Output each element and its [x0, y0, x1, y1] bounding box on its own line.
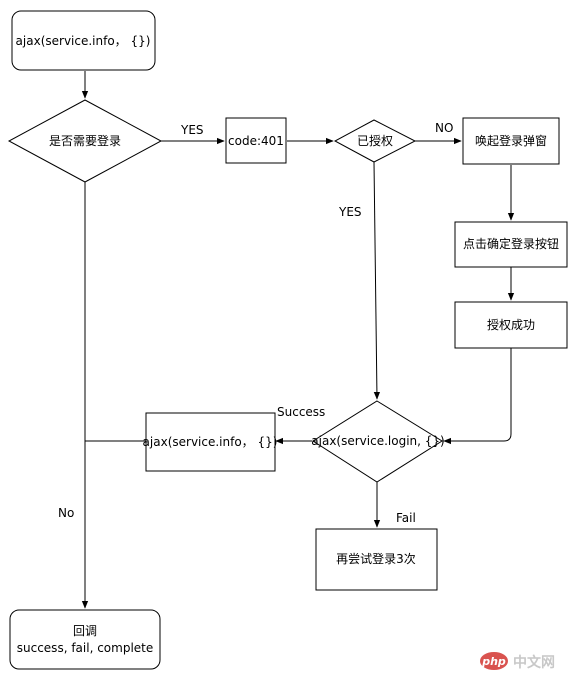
callback-label-line2: success, fail, complete: [17, 641, 154, 655]
watermark-brand: php: [481, 655, 506, 668]
edges: [81, 71, 515, 609]
edge-success-to-login: [443, 348, 512, 445]
start-box: [11, 10, 156, 71]
edge-label-fail: Fail: [396, 511, 416, 525]
login-call-diamond: [312, 400, 443, 483]
node-authorized: 已授权: [333, 119, 417, 163]
show-login-box: [462, 117, 560, 165]
authorized-label: 已授权: [357, 133, 393, 148]
watermark-site: 中文网: [513, 654, 555, 671]
retry-info-label: ajax(service.info， {}): [143, 435, 278, 449]
code401-label: code:401: [228, 134, 284, 148]
click-confirm-box: [454, 221, 568, 268]
watermark: php 中文网: [480, 652, 555, 671]
node-click-confirm: 点击确定登录按钮: [454, 221, 568, 268]
node-login-call: ajax(service.login, {}): [311, 400, 445, 483]
edge-label-yes-need-login: YES: [180, 123, 204, 137]
node-callback: 回调 success, fail, complete: [9, 609, 161, 670]
code401-box: [225, 117, 287, 164]
auth-success-box: [454, 301, 568, 349]
retry-login-box: [315, 528, 438, 591]
edge-label-no-need-login: No: [58, 506, 74, 520]
login-call-label: ajax(service.login, {}): [311, 434, 444, 448]
auth-success-label: 授权成功: [487, 317, 535, 332]
edge-label-yes-authorized: YES: [338, 205, 362, 219]
watermark-logo: [480, 652, 508, 670]
node-retry-login: 再尝试登录3次: [315, 528, 438, 591]
need-login-diamond: [7, 99, 163, 183]
retry-login-label: 再尝试登录3次: [336, 551, 416, 566]
start-label: ajax(service.info， {}): [16, 34, 151, 48]
need-login-label: 是否需要登录: [49, 133, 121, 148]
callback-label-line1: 回调: [73, 624, 97, 638]
edge-label-success: Success: [277, 405, 325, 419]
edge-authorized-to-login: [373, 161, 381, 400]
node-retry-info: ajax(service.info， {}): [143, 412, 278, 472]
click-confirm-label: 点击确定登录按钮: [463, 236, 559, 251]
retry-info-box: [145, 412, 276, 472]
callback-box: [9, 609, 161, 670]
node-need-login: 是否需要登录: [7, 99, 163, 183]
authorized-diamond: [333, 119, 417, 163]
node-auth-success: 授权成功: [454, 301, 568, 349]
node-show-login: 唤起登录弹窗: [462, 117, 560, 165]
edge-label-no-authorized: NO: [435, 121, 453, 135]
node-code401: code:401: [225, 117, 287, 164]
show-login-label: 唤起登录弹窗: [475, 133, 547, 148]
node-start: ajax(service.info， {}): [11, 10, 156, 71]
